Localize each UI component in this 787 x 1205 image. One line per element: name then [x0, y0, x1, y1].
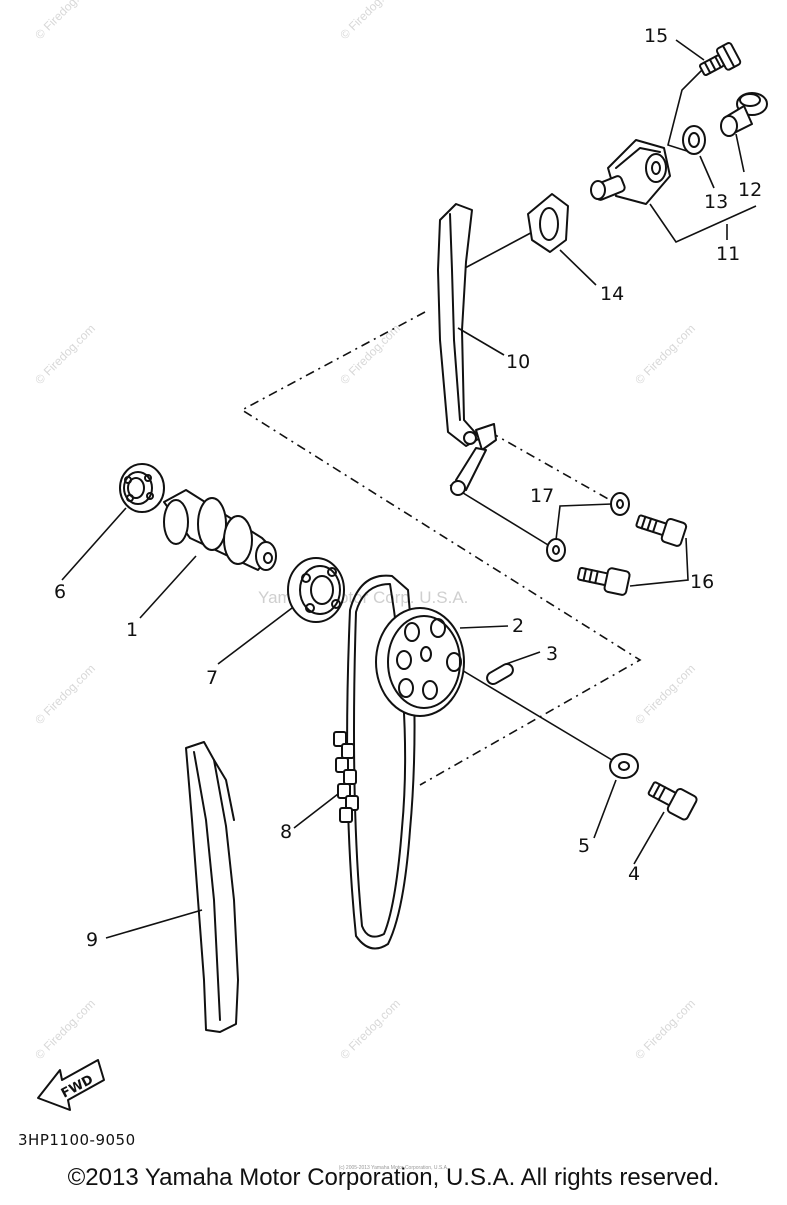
assembly-dash-line — [240, 311, 642, 786]
callout-7: 7 — [206, 667, 218, 689]
leader-line — [633, 811, 665, 865]
callout-10: 10 — [506, 351, 530, 373]
leader-line — [735, 133, 745, 173]
leader-line — [593, 779, 617, 839]
copyright-notice: ©2013 Yamaha Motor Corporation, U.S.A. A… — [67, 1164, 720, 1191]
callout-4: 4 — [628, 863, 640, 885]
leader-line — [555, 503, 613, 541]
callout-6: 6 — [54, 581, 66, 603]
leader-line — [217, 607, 293, 665]
leader-line — [675, 39, 705, 61]
leader-line — [457, 327, 505, 356]
callout-14: 14 — [600, 283, 624, 305]
watermark-text: © Firedog.com — [632, 321, 698, 387]
callout-5: 5 — [578, 835, 590, 857]
assembly-lines — [240, 65, 707, 786]
part-9-chain-guide — [185, 741, 239, 1033]
leader-lines — [61, 39, 757, 939]
watermark-text: © Firedog.com — [32, 321, 98, 387]
leader-line — [61, 507, 127, 581]
part-1-camshaft — [163, 489, 277, 571]
part-16-bolt-upper — [635, 514, 688, 547]
leader-line — [559, 249, 597, 286]
part-6-bearing — [119, 463, 165, 513]
part-13-washer — [682, 125, 706, 155]
callout-12: 12 — [738, 179, 762, 201]
fwd-arrow-icon: FWD — [37, 1059, 105, 1111]
assembly-line — [449, 484, 554, 549]
part-8-cam-chain — [333, 574, 416, 950]
callout-16: 16 — [690, 571, 714, 593]
tiny-copyright: (c) 2005-2013 Yamaha Motor Corporation, … — [338, 1165, 449, 1171]
watermark-text: © Firedog.com — [337, 0, 403, 42]
drawing-code: 3HP1100-9050 — [18, 1131, 136, 1149]
leader-line — [105, 909, 203, 939]
assembly-line — [667, 65, 707, 153]
leader-line — [293, 793, 339, 829]
part-2-cam-sprocket — [375, 607, 465, 717]
watermark-text: © Firedog.com — [32, 996, 98, 1062]
part-5-washer — [609, 753, 639, 779]
part-11-tensioner — [590, 139, 671, 205]
callout-8: 8 — [280, 821, 292, 843]
part-15-bolt — [698, 42, 742, 77]
callout-1: 1 — [126, 619, 138, 641]
leader-line — [459, 625, 509, 629]
leader-line — [649, 203, 757, 244]
leader-line — [629, 537, 689, 587]
callout-9: 9 — [86, 929, 98, 951]
callout-2: 2 — [512, 615, 524, 637]
callout-13: 13 — [704, 191, 728, 213]
callout-labels: 15 12 13 11 14 10 17 16 6 1 7 2 3 8 5 4 … — [54, 25, 762, 951]
callout-17: 17 — [530, 485, 554, 507]
assembly-dash-line — [489, 431, 611, 501]
part-12-plug-bolt — [720, 92, 768, 137]
part-17-washer — [546, 492, 630, 562]
callout-15: 15 — [644, 25, 668, 47]
watermark-text: © Firedog.com — [632, 996, 698, 1062]
part-14-gasket — [527, 193, 569, 253]
assembly-line — [464, 227, 541, 269]
watermark-text: © Firedog.com — [632, 661, 698, 727]
leader-line — [699, 155, 715, 189]
watermark-text: © Firedog.com — [32, 661, 98, 727]
leader-line — [505, 651, 541, 665]
part-16-bolt-lower — [577, 566, 631, 596]
leader-line — [139, 555, 197, 619]
part-10-chain-guide — [437, 203, 497, 496]
part-3-pin — [486, 663, 514, 685]
part-4-bolt — [647, 781, 698, 821]
callout-11: 11 — [716, 243, 740, 265]
watermark-layer: © Firedog.com © Firedog.com © Firedog.co… — [32, 0, 698, 1062]
watermark-text: © Firedog.com — [337, 996, 403, 1062]
watermark-text: © Firedog.com — [32, 0, 98, 42]
callout-3: 3 — [546, 643, 558, 665]
part-7-bearing — [287, 557, 345, 623]
